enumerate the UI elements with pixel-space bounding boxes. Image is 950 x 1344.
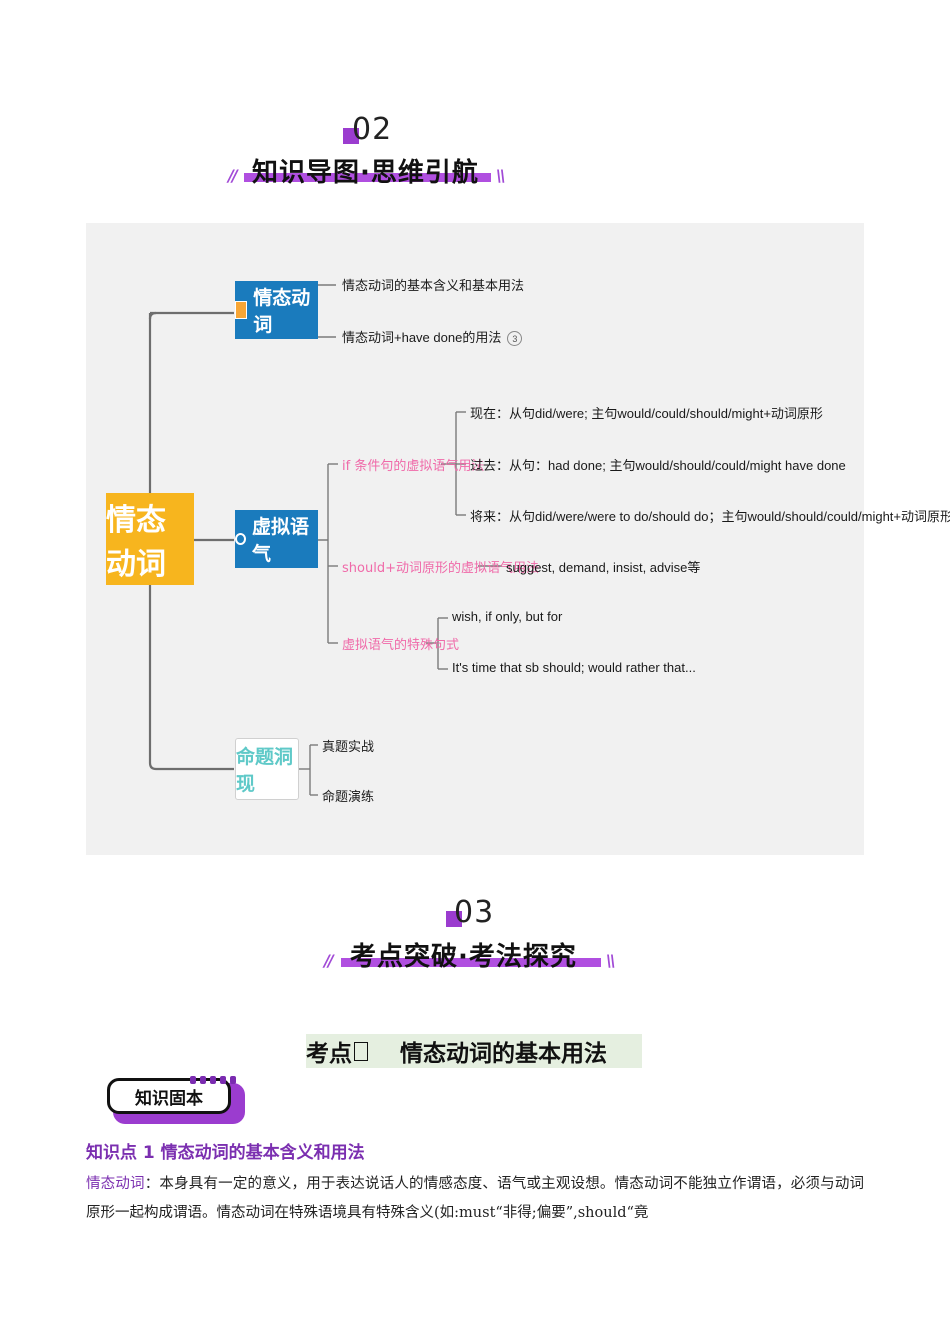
tag-dot: [200, 1076, 206, 1084]
mindmap-leaf: It's time that sb should; would rather t…: [452, 660, 696, 675]
body-paragraph: 情态动词：本身具有一定的意义，用于表达说话人的情感态度、语气或主观设想。情态动词…: [86, 1170, 864, 1228]
term-highlight: 情态动词: [86, 1176, 145, 1192]
mindmap-leaf: suggest, demand, insist, advise等: [506, 560, 701, 575]
tag-dot: [220, 1076, 226, 1084]
section-number-marker: [343, 128, 359, 144]
tag-dot: [210, 1076, 216, 1084]
branch-label: 情态动词: [253, 287, 311, 336]
mindmap-leaf: 情态动词+have done的用法 3: [342, 327, 523, 347]
mindmap: 情态动词 情态动词 情态动词的基本含义和基本用法 情态动词+have done的…: [86, 223, 950, 855]
count-badge: 3: [507, 331, 523, 347]
section-number: 02: [352, 112, 393, 147]
mindmap-leaf: 情态动词的基本含义和基本用法: [342, 278, 525, 293]
mindmap-leaf: wish, if only, but for: [452, 609, 563, 624]
slash-decoration-left: //: [228, 166, 238, 185]
slash-decoration-right: \\: [606, 951, 616, 970]
topic-number-box: [354, 1041, 368, 1061]
section-number-marker: [446, 911, 462, 927]
knowledge-point-title: 知识点 1 情态动词的基本含义和用法: [86, 1143, 365, 1163]
mindmap-leaf-text: 情态动词+have done的用法: [342, 330, 502, 345]
mindmap-root: 情态动词: [106, 493, 194, 585]
mindmap-leaf: 过去：从句：had done; 主句would/should/could/mig…: [470, 458, 846, 473]
mindmap-connectors: [148, 284, 502, 796]
topic-label: 考点: [306, 1041, 352, 1067]
slash-decoration-left: //: [324, 951, 334, 970]
tag-dot: [230, 1076, 236, 1084]
mindmap-branch-modal-verbs: 情态动词: [235, 281, 318, 339]
section-title-underline: [341, 958, 601, 967]
mindmap-subbranch: should+动词原形的虚拟语气用法: [342, 561, 539, 576]
branch-label: 虚拟语气: [251, 516, 309, 565]
mindmap-leaf: 现在：从句did/were; 主句would/could/should/migh…: [470, 406, 823, 421]
slash-decoration-right: \\: [496, 166, 506, 185]
topic-heading: 考点 情态动词的基本用法: [306, 1034, 642, 1068]
knowledge-tag: 知识固本: [107, 1078, 231, 1114]
section-title: 知识导图·思维引航: [252, 158, 479, 188]
book-icon: [235, 301, 248, 319]
section-title-underline: [244, 173, 491, 182]
tag-dot: [190, 1076, 196, 1084]
section-title: 考点突破·考法探究: [350, 942, 577, 972]
mindmap-leaf: 命题演练: [322, 789, 375, 804]
mindmap-leaf: 真题实战: [322, 739, 375, 754]
topic-title: 情态动词的基本用法: [400, 1041, 607, 1067]
mindmap-branch-subjunctive: 虚拟语气: [235, 510, 318, 568]
target-icon: [235, 533, 246, 545]
mindmap-subbranch: if 条件句的虚拟语气用法: [342, 459, 485, 474]
mindmap-subbranch: 虚拟语气的特殊句式: [342, 638, 460, 653]
paragraph-text: ：本身具有一定的意义，用于表达说话人的情感态度、语气或主观设想。情态动词不能独立…: [86, 1176, 864, 1221]
mindmap-branch-exam: 命题洞现: [235, 738, 299, 800]
section-number: 03: [454, 895, 495, 930]
mindmap-leaf: 将来：从句did/were/were to do/should do；主句wou…: [470, 509, 950, 524]
